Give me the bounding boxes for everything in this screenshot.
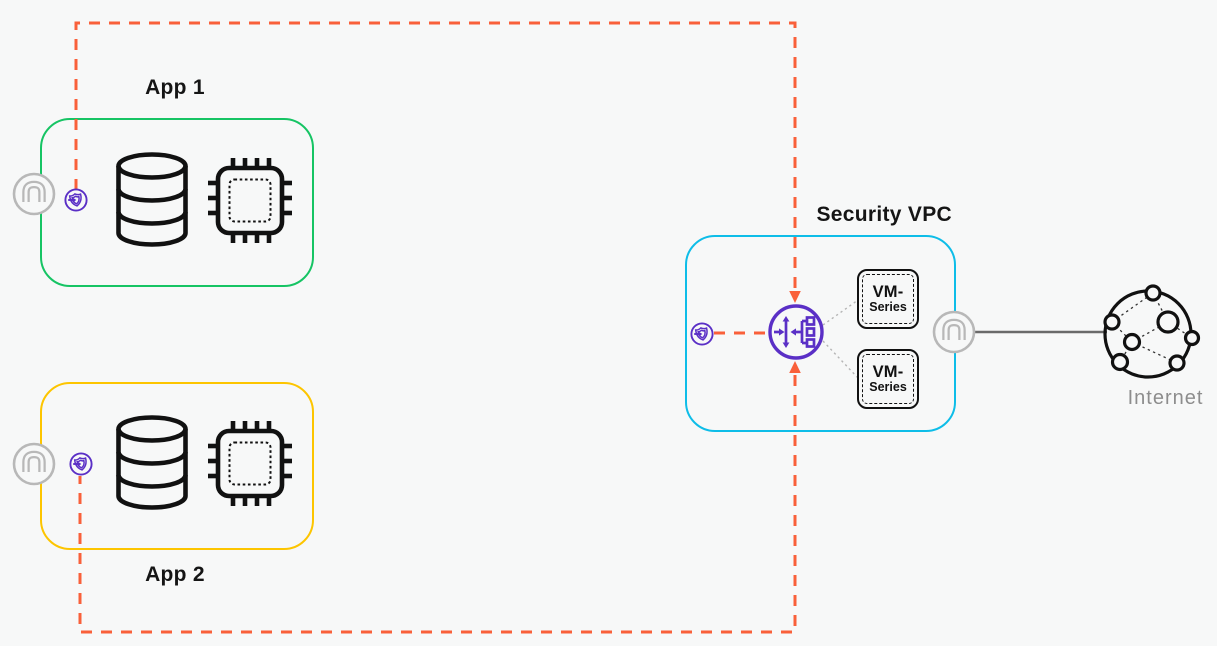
vm-series-label: VM- Series — [862, 274, 914, 324]
gwlb-endpoint-icon — [69, 452, 93, 476]
vm-series-label-line2: Series — [869, 300, 907, 315]
vm-series-label: VM- Series — [862, 354, 914, 404]
app1-label: App 1 — [145, 76, 205, 99]
gateway-load-balancer-icon — [768, 304, 824, 360]
subnet-gateway-icon — [12, 172, 56, 216]
vm-series-label-line1: VM- — [872, 282, 904, 301]
vm-series-label-line2: Series — [869, 380, 907, 395]
vm-series-label-line1: VM- — [872, 362, 904, 381]
internet-globe-icon — [1103, 284, 1201, 379]
compute-chip-icon — [208, 158, 292, 243]
internet-label: Internet — [1127, 387, 1204, 409]
vm-series-node: VM- Series — [857, 349, 919, 409]
security-vpc-label: Security VPC — [816, 203, 952, 226]
database-icon — [116, 152, 188, 247]
compute-chip-icon — [208, 421, 292, 506]
app2-label: App 2 — [145, 563, 205, 586]
subnet-gateway-icon — [932, 310, 976, 354]
subnet-gateway-icon — [12, 442, 56, 486]
gwlb-endpoint-icon — [64, 188, 88, 212]
gwlb-endpoint-icon — [690, 322, 714, 346]
database-icon — [116, 415, 188, 510]
vm-series-node: VM- Series — [857, 269, 919, 329]
